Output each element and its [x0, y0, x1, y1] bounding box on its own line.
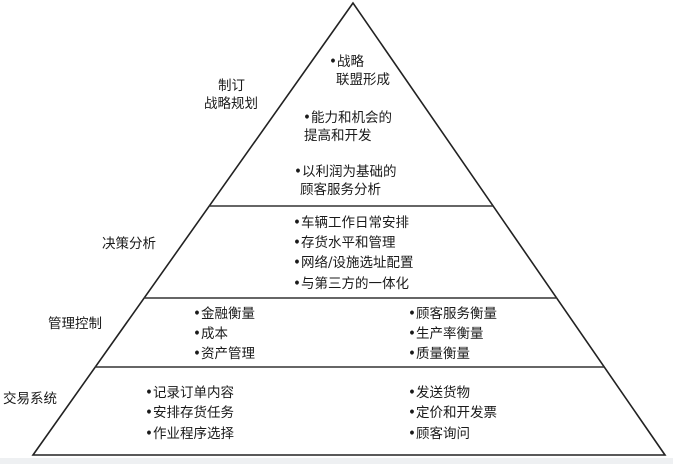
decision-item-3: •网络/设施选址配置: [293, 255, 414, 271]
bottom-strip: [0, 458, 673, 464]
control-right-item-2: •生产率衡量: [408, 325, 483, 342]
strategic-item-2-line2: 提高和开发: [304, 127, 372, 144]
control-left-item-3: •资产管理: [193, 346, 255, 362]
transaction-left-item-3: •作业程序选择: [145, 426, 234, 442]
strategic-item-1-line1: •战略: [329, 54, 364, 70]
control-right-item-1: •顾客服务衡量: [408, 305, 497, 322]
strategic-item-3-line1: •以利润为基础的: [294, 163, 396, 180]
level-label-decision: 决策分析: [102, 235, 156, 252]
strategic-item-2-line1: •能力和机会的: [303, 110, 392, 126]
control-right-item-3: •质量衡量: [408, 346, 470, 362]
level-label-control: 管理控制: [48, 316, 102, 332]
level-label-transaction: 交易系统: [3, 390, 57, 407]
decision-item-4: •与第三方的一体化: [293, 275, 409, 292]
transaction-left-item-1: •记录订单内容: [145, 384, 234, 401]
level-label-strategic-line2: 战略规划: [204, 96, 258, 112]
control-left-item-1: •金融衡量: [193, 306, 255, 322]
pyramid-outline: [31, 1, 667, 456]
decision-item-2: •存货水平和管理: [293, 234, 396, 251]
control-left-item-2: •成本: [193, 326, 228, 342]
strategic-item-3-line2: 顾客服务分析: [300, 181, 381, 198]
transaction-right-item-3: •顾客询问: [408, 425, 470, 442]
transaction-right-item-2: •定价和开发票: [408, 405, 497, 421]
decision-item-1: •车辆工作日常安排: [293, 214, 409, 231]
transaction-right-item-1: •发送货物: [408, 384, 470, 401]
strategic-item-1-line2: 联盟形成: [336, 72, 390, 88]
transaction-left-item-2: •安排存货任务: [145, 404, 234, 421]
level-label-strategic-line1: 制订: [218, 78, 245, 94]
